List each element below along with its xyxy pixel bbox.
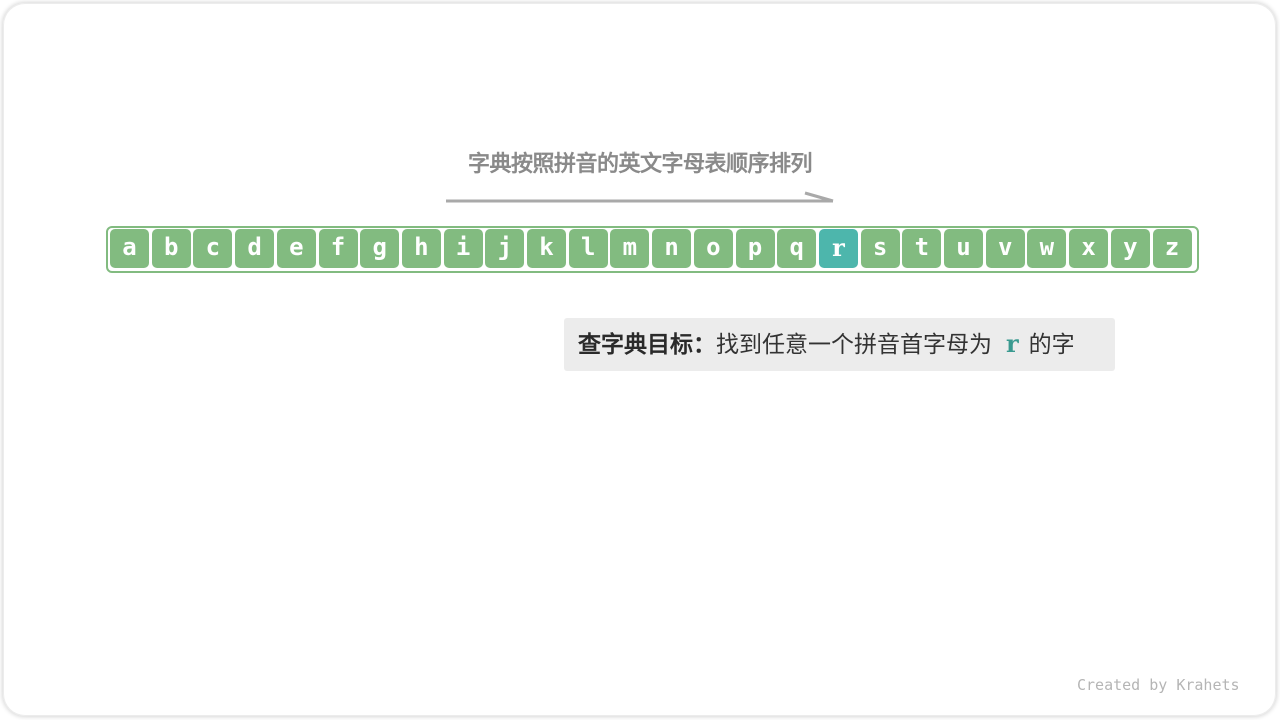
letter-cell-s: s xyxy=(860,229,900,268)
goal-target-letter: r xyxy=(1006,329,1019,358)
letter-cell-w: w xyxy=(1027,229,1067,268)
credit-text: Created by Krahets xyxy=(1077,676,1240,694)
letter-cell-u: u xyxy=(944,229,983,268)
letter-cell-m: m xyxy=(610,229,650,268)
letter-cell-g: g xyxy=(360,229,400,268)
letter-cell-a: a xyxy=(110,229,149,268)
letter-cell-i: i xyxy=(443,229,483,268)
letter-cell-d: d xyxy=(235,229,275,268)
letter-cell-z: z xyxy=(1152,229,1192,268)
arrow-right-icon xyxy=(446,191,834,203)
goal-separator: ： xyxy=(693,332,716,358)
letter-cell-l: l xyxy=(568,229,608,268)
goal-text: 查字典目标：找到任意一个拼音首字母为 r 的字 xyxy=(578,318,1075,371)
letter-cell-j: j xyxy=(485,229,525,268)
goal-description-end: 的字 xyxy=(1028,332,1075,358)
letter-cell-n: n xyxy=(652,229,692,268)
diagram-title: 字典按照拼音的英文字母表顺序排列 xyxy=(467,152,813,177)
letter-cell-r: r xyxy=(818,229,858,268)
letter-cell-e: e xyxy=(276,229,316,268)
letter-cell-x: x xyxy=(1069,229,1109,268)
letter-cell-o: o xyxy=(693,229,733,268)
letter-cell-h: h xyxy=(401,229,441,268)
goal-box: 查字典目标：找到任意一个拼音首字母为 r 的字 xyxy=(564,318,1115,371)
goal-label: 查字典目标 xyxy=(578,332,693,358)
letter-cell-k: k xyxy=(527,229,566,268)
letter-cell-y: y xyxy=(1110,229,1150,268)
goal-description: 找到任意一个拼音首字母为 xyxy=(716,332,992,358)
letter-cell-q: q xyxy=(777,229,817,268)
letter-cell-v: v xyxy=(985,229,1025,268)
letter-cell-p: p xyxy=(735,229,775,268)
letter-cell-b: b xyxy=(151,229,191,268)
letter-cell-t: t xyxy=(902,229,942,268)
letter-cell-c: c xyxy=(193,229,233,268)
letter-cell-f: f xyxy=(318,229,358,268)
